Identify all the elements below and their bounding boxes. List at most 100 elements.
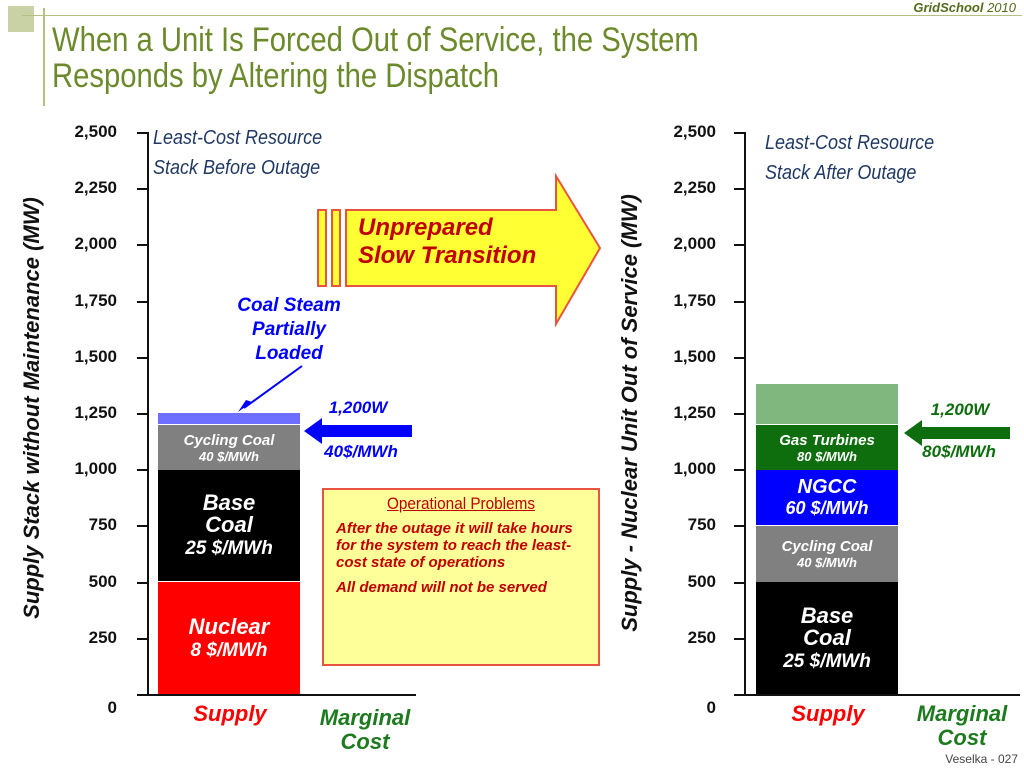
y-tick-label: 1,750 <box>673 291 716 310</box>
y-axis-line <box>744 132 746 695</box>
operational-problems-title: Operational Problems <box>387 494 535 513</box>
stack-caption-line: Stack After Outage <box>765 162 917 184</box>
arrow-stripe-2 <box>331 209 341 287</box>
y-tick-label: 250 <box>88 628 117 647</box>
y-tick <box>734 357 744 359</box>
y-tick <box>734 525 744 527</box>
segment-price: 25 $/MWh <box>783 651 871 672</box>
y-tick <box>734 469 744 471</box>
y-tick <box>734 638 744 640</box>
y-tick-label: 2,000 <box>673 234 716 253</box>
demand-right-arrow-icon <box>904 420 1010 446</box>
category-line: Cost <box>937 725 987 750</box>
y-tick <box>137 525 147 527</box>
operational-problems-text-1: After the outage it will take hours for … <box>336 520 573 571</box>
slide-footer: Veselka - 027 <box>945 752 1018 766</box>
y-tick-label: 1,500 <box>673 347 716 366</box>
y-tick <box>137 301 147 303</box>
y-tick-label: 2,500 <box>673 122 716 141</box>
y-axis-title: Supply - Nuclear Unit Out of Service (MW… <box>617 194 642 632</box>
operational-problems-text-2: All demand will not be served <box>336 579 547 596</box>
segment-name: Cycling Coal <box>183 431 275 449</box>
corner-square-decoration <box>8 6 34 32</box>
segment-price: 80 $/MWh <box>797 448 857 464</box>
y-tick <box>137 357 147 359</box>
y-tick <box>734 301 744 303</box>
coal-steam-line-1: Coal Steam <box>237 295 341 316</box>
pointer-head <box>238 400 252 412</box>
y-tick-label: 750 <box>687 515 716 534</box>
y-tick-label: 500 <box>687 572 716 591</box>
y-tick <box>734 132 744 134</box>
demand-right-mw: 1,200W <box>930 400 990 419</box>
y-tick <box>137 582 147 584</box>
y-tick <box>137 469 147 471</box>
y-tick-label: 750 <box>88 515 117 534</box>
brand-name: GridSchool <box>913 0 984 15</box>
y-tick-label: 0 <box>107 698 117 717</box>
x-axis-line <box>734 694 1020 696</box>
segment-name: Cycling Coal <box>781 538 873 555</box>
bar-segment-gas-reserve <box>756 384 898 424</box>
stack-caption-line: Least-Cost Resource <box>153 127 323 149</box>
coal-steam-line-2: Partially <box>252 319 326 340</box>
segment-name: Nuclear <box>188 614 270 639</box>
segment-price: 40 $/MWh <box>199 448 259 464</box>
category-line: Marginal <box>319 705 411 730</box>
y-tick-label: 1,250 <box>673 403 716 422</box>
y-tick <box>734 582 744 584</box>
y-tick-label: 500 <box>88 572 117 591</box>
title-line-1: When a Unit Is Forced Out of Service, th… <box>52 21 699 59</box>
y-tick <box>137 244 147 246</box>
y-tick <box>137 132 147 134</box>
coal-steam-pointer <box>238 365 303 412</box>
category-line: Marginal <box>916 701 1008 726</box>
y-tick-label: 1,500 <box>74 347 117 366</box>
demand-right-price: 80$/MWh <box>922 442 996 461</box>
y-tick <box>734 244 744 246</box>
segment-price: 25 $/MWh <box>185 538 273 559</box>
vertical-rule-decoration <box>43 8 45 106</box>
brand-year: 2010 <box>983 0 1016 15</box>
y-tick-label: 1,250 <box>74 403 117 422</box>
horizontal-rule-decoration <box>22 15 1022 16</box>
segment-name: Gas Turbines <box>779 431 875 449</box>
pointer-line <box>243 365 303 409</box>
arrow-body <box>345 172 602 328</box>
y-tick <box>137 188 147 190</box>
category-line: Cost <box>340 729 390 754</box>
y-axis-line <box>147 132 149 695</box>
y-tick-label: 2,250 <box>74 178 117 197</box>
operational-problems-box: Operational Problems After the outage it… <box>322 488 600 666</box>
demand-left-mw: 1,200W <box>328 398 388 417</box>
coal-steam-line-3: Loaded <box>255 343 323 364</box>
y-tick-label: 2,250 <box>673 178 716 197</box>
stack-caption-line: Least-Cost Resource <box>765 132 935 154</box>
x-category-supply: Supply <box>193 701 267 726</box>
arrow-label-line-2: Slow Transition <box>358 242 537 269</box>
demand-left-arrow-icon <box>304 418 412 444</box>
segment-name: Base Coal <box>202 490 256 537</box>
y-tick <box>137 413 147 415</box>
y-tick <box>734 188 744 190</box>
slide-title: When a Unit Is Forced Out of Service, th… <box>52 22 826 94</box>
transition-arrow <box>317 172 602 328</box>
y-tick <box>137 638 147 640</box>
y-tick-label: 1,000 <box>74 459 117 478</box>
segment-name: Base Coal <box>800 603 854 650</box>
segment-price: 8 $/MWh <box>190 640 268 661</box>
y-tick-label: 1,000 <box>673 459 716 478</box>
arrow-stripe-1 <box>317 209 327 287</box>
arrow-label-line-1: Unprepared <box>358 214 493 241</box>
y-tick <box>734 694 744 696</box>
